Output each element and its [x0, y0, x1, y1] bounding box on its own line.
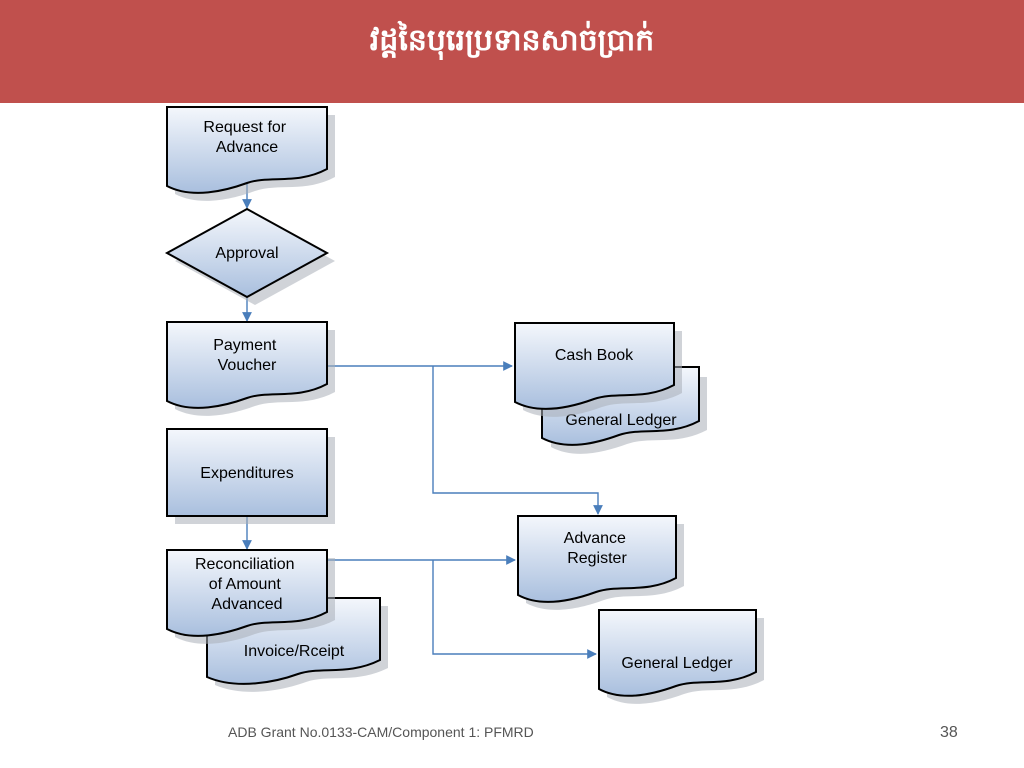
approval-label: Approval [215, 245, 278, 262]
reconciliation-node: Reconciliation of Amount Advanced [166, 549, 335, 644]
expenditures-node: Expenditures [166, 428, 335, 524]
advance-register-node: Advance Register [517, 515, 684, 610]
footer-text: ADB Grant No.0133-CAM/Component 1: PFMRD [228, 724, 534, 740]
general-ledger-node-2: General Ledger [598, 609, 764, 704]
payment-voucher-node: Payment Voucher [166, 321, 335, 416]
general-ledger-1-label: General Ledger [565, 412, 677, 429]
page-number: 38 [940, 724, 958, 741]
expenditures-label: Expenditures [200, 465, 293, 482]
request-for-advance-label: Request for Advance [203, 119, 290, 156]
cash-book-label: Cash Book [555, 347, 634, 364]
reconciliation-label: Reconciliation of Amount Advanced [195, 556, 299, 613]
invoice-receipt-label: Invoice/Rceipt [244, 643, 345, 660]
general-ledger-2-label: General Ledger [621, 655, 733, 672]
approval-node: Approval [164, 207, 335, 305]
connector-reconciliation-general-ledger [432, 560, 597, 659]
request-for-advance-node: Request for Advance [166, 106, 335, 201]
header-bar: វដ្តនៃបុរេប្រទានសាច់ប្រាក់ [0, 0, 1024, 103]
cash-book-node: Cash Book [514, 322, 682, 417]
payment-voucher-label: Payment Voucher [213, 337, 281, 374]
slide-title: វដ្តនៃបុរេប្រទានសាច់ប្រាក់ [369, 22, 655, 58]
advance-register-label: Advance Register [564, 530, 631, 567]
connector-payment-advance-register [432, 366, 603, 515]
